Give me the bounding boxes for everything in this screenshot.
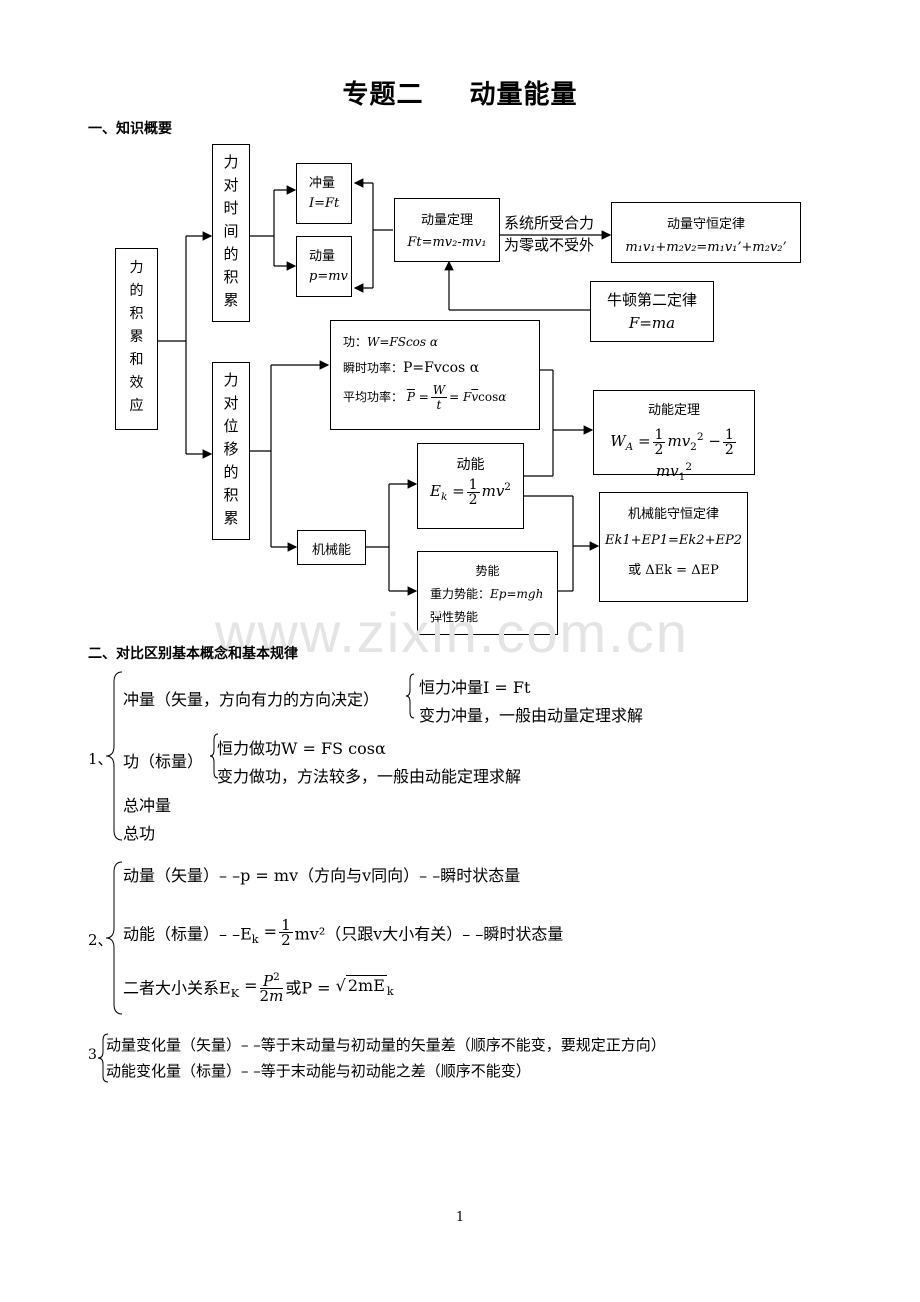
momentum-box: 动量 p=mv xyxy=(296,236,352,297)
section-2-heading: 二、对比区别基本概念和基本规律 xyxy=(88,646,298,662)
time-accumulation-char: 积 xyxy=(223,268,239,286)
displacement-accumulation-char: 对 xyxy=(223,394,239,412)
compare-1-impulse: 冲量（矢量，方向有力的方向决定） xyxy=(123,690,380,709)
displacement-accumulation-char: 位 xyxy=(223,417,239,435)
momentum-conservation-box: 动量守恒定律 m₁v₁+m₂v₂=m₁v₁’+m₂v₂’ xyxy=(611,202,801,263)
gravity-potential-row: 重力势能：Ep=mgh xyxy=(430,587,544,601)
momentum-theorem-name: 动量定理 xyxy=(420,213,473,228)
time-accumulation-char: 累 xyxy=(223,291,239,309)
displacement-accumulation-char: 积 xyxy=(223,486,239,504)
condition-line-2: 为零或不受外 xyxy=(504,236,595,254)
displacement-accumulation-char: 力 xyxy=(223,371,239,389)
compare-3-number: 3 xyxy=(88,1047,97,1063)
compare-1-total-impulse: 总冲量 xyxy=(123,796,172,815)
compare-1-work-constant: 恒力做功W = FS cosα xyxy=(217,739,386,758)
momentum-theorem-formula: Ft=mv₂-mv₁ xyxy=(407,235,487,250)
condition-line-1: 系统所受合力 xyxy=(504,214,595,232)
compare-3-brace xyxy=(97,1033,109,1083)
time-accumulation-char: 时 xyxy=(223,199,239,217)
time-accumulation-char: 对 xyxy=(223,176,239,194)
mechanical-conservation-alt: 或 ΔEk = ΔEP xyxy=(628,563,719,578)
momentum-name: 动量 xyxy=(309,249,336,264)
root-char: 和 xyxy=(129,352,144,368)
compare-3-kinetic-change: 动能变化量（标量）– –等于末动能与初动能之差（顺序不能变） xyxy=(106,1062,531,1080)
compare-1-work: 功（标量） xyxy=(123,752,204,771)
momentum-formula: p=mv xyxy=(309,269,348,284)
elastic-potential: 弹性势能 xyxy=(430,610,479,624)
displacement-accumulation-char: 的 xyxy=(223,463,239,481)
page-number: 1 xyxy=(455,1210,465,1225)
root-char: 力 xyxy=(129,260,144,276)
root-box: 力的积累和效应 xyxy=(115,248,158,430)
work-row: 功：W=FScos α xyxy=(343,335,438,349)
potential-energy-name: 势能 xyxy=(475,564,500,578)
mechanical-conservation-name: 机械能守恒定律 xyxy=(627,507,719,522)
compare-2-momentum: 动量（矢量）– –p = mv（方向与v同向）– –瞬时状态量 xyxy=(123,866,521,885)
compare-1-number: 1、 xyxy=(88,750,113,768)
root-char: 的 xyxy=(129,283,144,299)
newton-second-law-name: 牛顿第二定律 xyxy=(606,291,697,309)
compare-1-impulse-constant: 恒力冲量I = Ft xyxy=(419,678,531,697)
page-title: 专题二动量能量 xyxy=(342,80,578,110)
conservation-condition: 系统所受合力 为零或不受外 xyxy=(504,212,594,256)
compare-2-brace xyxy=(105,861,123,1015)
instant-power-row: 瞬时功率：P=Fvcos α xyxy=(343,360,480,376)
displacement-accumulation-box: 力对位移的积累 xyxy=(212,362,250,540)
time-accumulation-char: 间 xyxy=(223,222,239,240)
time-accumulation-char: 的 xyxy=(223,245,239,263)
newton-second-law-formula: F=ma xyxy=(628,314,676,332)
impulse-formula: I=Ft xyxy=(309,196,340,211)
kinetic-energy-theorem-name: 动能定理 xyxy=(647,403,700,418)
impulse-name: 冲量 xyxy=(309,176,336,191)
diagram-connectors xyxy=(158,178,612,596)
newton-second-law-box: 牛顿第二定律 F=ma xyxy=(590,281,714,342)
impulse-box: 冲量 I=Ft xyxy=(296,163,352,224)
root-char: 效 xyxy=(129,375,144,391)
momentum-conservation-formula: m₁v₁+m₂v₂=m₁v₁’+m₂v₂’ xyxy=(625,240,787,255)
compare-1-total-work: 总功 xyxy=(123,824,156,843)
displacement-accumulation-char: 移 xyxy=(223,440,239,458)
compare-1-work-variable: 变力做功，方法较多，一般由动能定理求解 xyxy=(217,767,522,786)
mechanical-energy-name: 机械能 xyxy=(311,543,351,558)
compare-1-braces xyxy=(105,671,415,841)
time-accumulation-char: 力 xyxy=(223,153,239,171)
section-1-heading: 一、知识概要 xyxy=(88,121,172,137)
compare-1-impulse-variable: 变力冲量，一般由动量定理求解 xyxy=(419,706,644,725)
compare-3-momentum-change: 动量变化量（矢量）– –等于末动量与初动量的矢量差（顺序不能变，要规定正方向） xyxy=(106,1036,666,1054)
time-accumulation-box: 力对时间的积累 xyxy=(212,144,250,322)
mechanical-conservation-formula: Ek1+EP1=Ek2+EP2 xyxy=(605,533,742,548)
mechanical-energy-box: 机械能 xyxy=(297,530,366,565)
root-char: 应 xyxy=(129,398,144,414)
compare-2-number: 2、 xyxy=(88,931,113,949)
kinetic-energy-name: 动能 xyxy=(456,457,485,473)
displacement-accumulation-char: 累 xyxy=(223,509,239,527)
potential-energy-box: 势能 重力势能：Ep=mgh 弹性势能 xyxy=(417,551,558,635)
root-char: 累 xyxy=(129,329,144,345)
momentum-conservation-name: 动量守恒定律 xyxy=(666,217,745,232)
mechanical-conservation-box: 机械能守恒定律 Ek1+EP1=Ek2+EP2 或 ΔEk = ΔEP xyxy=(599,492,748,602)
root-char: 积 xyxy=(129,306,144,322)
momentum-theorem-box: 动量定理 Ft=mv₂-mv₁ xyxy=(394,198,500,262)
